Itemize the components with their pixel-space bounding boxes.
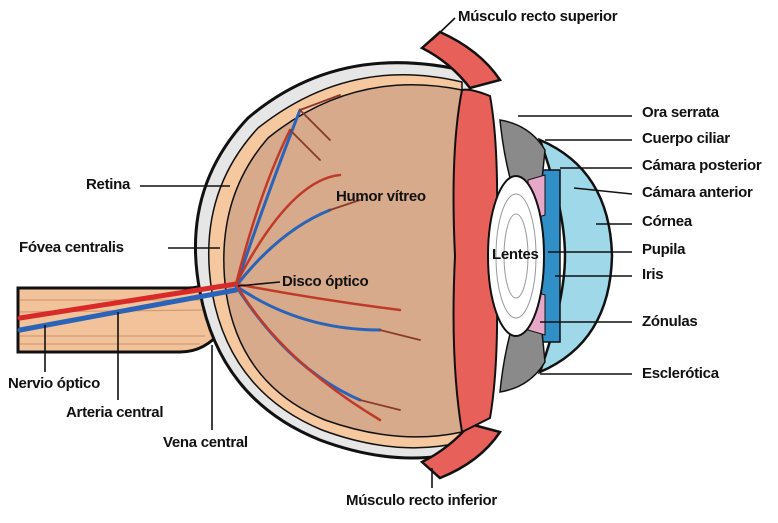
label-humor-vitreo: Humor vítreo [336, 188, 426, 206]
label-musculo-superior: Músculo recto superior [458, 8, 617, 26]
label-fovea: Fóvea centralis [19, 239, 124, 257]
label-cuerpo-ciliar: Cuerpo ciliar [642, 130, 730, 148]
label-esclerotica: Esclerótica [642, 365, 719, 383]
label-nervio-optico: Nervio óptico [8, 375, 100, 393]
label-cornea: Córnea [642, 213, 692, 231]
label-pupila: Pupila [642, 241, 685, 259]
label-zonulas: Zónulas [642, 313, 697, 331]
label-ora-serrata: Ora serrata [642, 104, 719, 122]
label-camara-posterior: Cámara posterior [642, 157, 761, 175]
label-iris: Iris [642, 266, 663, 284]
label-arteria-central: Arteria central [66, 404, 163, 422]
label-retina: Retina [86, 176, 130, 194]
label-lentes: Lentes [492, 246, 539, 264]
label-musculo-inferior: Músculo recto inferior [346, 492, 497, 510]
eyeball [195, 63, 470, 458]
label-disco-optico: Disco óptico [282, 273, 368, 291]
label-vena-central: Vena central [163, 434, 248, 452]
label-camara-anterior: Cámara anterior [642, 184, 753, 202]
